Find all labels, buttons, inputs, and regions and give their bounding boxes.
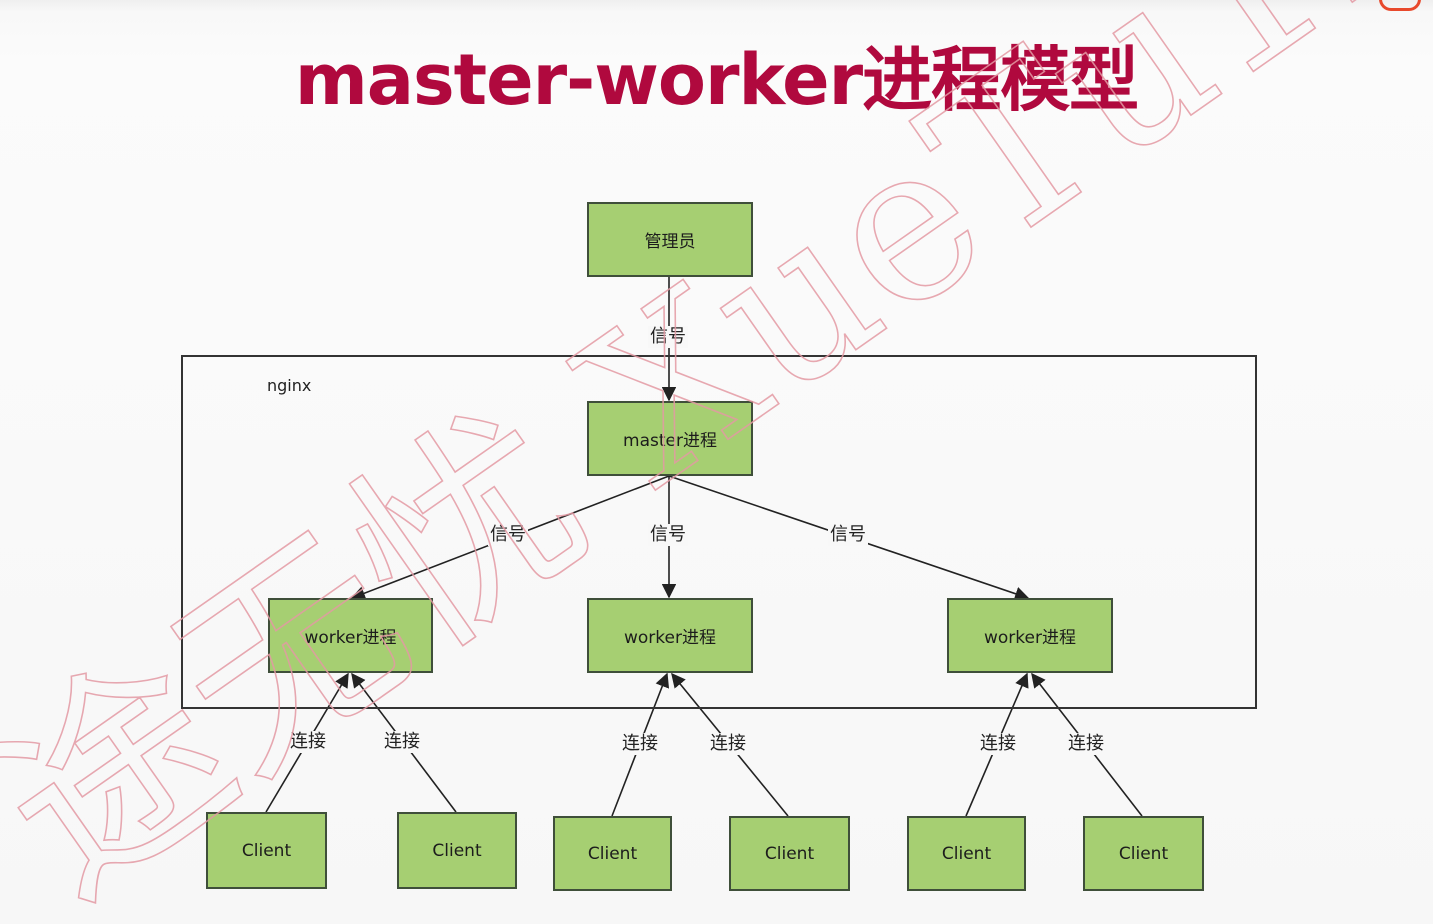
nginx-label: nginx bbox=[267, 376, 312, 395]
worker-process-box-3: worker进程 bbox=[947, 598, 1113, 673]
connect-label-3: 连接 bbox=[620, 733, 660, 755]
signal-label-worker-3: 信号 bbox=[828, 524, 868, 546]
connect-label-2: 连接 bbox=[382, 731, 422, 753]
worker-process-box-1: worker进程 bbox=[268, 598, 433, 673]
signal-label-admin: 信号 bbox=[648, 326, 688, 348]
client-box-2: Client bbox=[397, 812, 517, 889]
connect-label-4: 连接 bbox=[708, 733, 748, 755]
connect-label-1: 连接 bbox=[288, 731, 328, 753]
master-process-box: master进程 bbox=[587, 401, 753, 476]
signal-label-worker-2: 信号 bbox=[648, 524, 688, 546]
client-box-4: Client bbox=[729, 816, 850, 891]
worker-process-box-2: worker进程 bbox=[587, 598, 753, 673]
slide-title: master-worker进程模型 bbox=[294, 39, 1139, 121]
client-box-6: Client bbox=[1083, 816, 1204, 891]
nginx-frame bbox=[181, 355, 1257, 709]
client-box-3: Client bbox=[553, 816, 672, 891]
client-box-5: Client bbox=[907, 816, 1026, 891]
signal-label-worker-1: 信号 bbox=[488, 524, 528, 546]
client-box-1: Client bbox=[206, 812, 327, 889]
connect-label-6: 连接 bbox=[1066, 733, 1106, 755]
connect-label-5: 连接 bbox=[978, 733, 1018, 755]
admin-box: 管理员 bbox=[587, 202, 753, 277]
